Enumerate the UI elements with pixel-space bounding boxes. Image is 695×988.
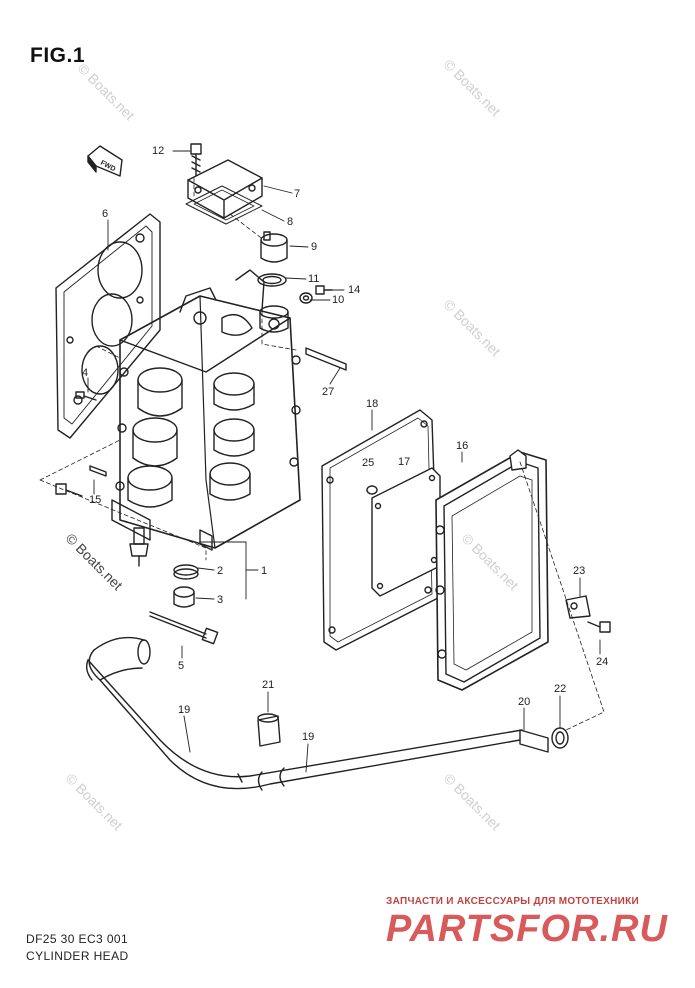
callout-4: 4 bbox=[82, 367, 89, 379]
thermostat-housing bbox=[259, 305, 289, 333]
callout-11: 11 bbox=[308, 273, 320, 285]
plate-17 bbox=[371, 467, 441, 597]
callout-15: 15 bbox=[89, 494, 102, 506]
callout-25: 25 bbox=[362, 457, 375, 469]
connector-21 bbox=[257, 713, 281, 747]
callout-3: 3 bbox=[217, 594, 224, 606]
callout-22: 22 bbox=[554, 683, 567, 695]
cylinder-head bbox=[111, 269, 301, 551]
callout-18: 18 bbox=[366, 398, 379, 410]
callout-9: 9 bbox=[311, 241, 318, 253]
seal-2 bbox=[173, 564, 199, 580]
callout-21: 21 bbox=[262, 679, 275, 691]
callout-16: 16 bbox=[456, 440, 469, 452]
callout-19b: 19 bbox=[302, 731, 315, 743]
bolt-12 bbox=[190, 143, 202, 179]
temp-sensor bbox=[129, 527, 149, 567]
gasket-6 bbox=[55, 213, 161, 439]
bolt-24 bbox=[587, 621, 611, 633]
callout-12: 12 bbox=[152, 145, 165, 157]
callout-6: 6 bbox=[102, 208, 109, 220]
washer-10 bbox=[299, 292, 313, 304]
callout-2: 2 bbox=[217, 565, 224, 577]
callout-8: 8 bbox=[287, 216, 294, 228]
callout-17: 17 bbox=[398, 456, 411, 468]
figure-title: FIG.1 bbox=[30, 44, 86, 67]
callout-27: 27 bbox=[322, 386, 335, 398]
brand-logo: PARTSFOR.RU bbox=[386, 908, 668, 950]
callout-14: 14 bbox=[348, 284, 361, 296]
callout-1: 1 bbox=[261, 565, 268, 577]
diagram-name: CYLINDER HEAD bbox=[26, 949, 129, 963]
pin-15 bbox=[55, 465, 107, 497]
cover-7 bbox=[187, 159, 263, 219]
callout-23: 23 bbox=[573, 565, 586, 577]
gasket-8 bbox=[185, 185, 263, 225]
pin-27 bbox=[305, 347, 347, 371]
hose-20 bbox=[519, 729, 549, 753]
fwd-arrow-icon: FWD bbox=[87, 145, 123, 177]
callout-20: 20 bbox=[518, 696, 531, 708]
thermostat-9 bbox=[257, 231, 288, 287]
dashed-guides bbox=[39, 177, 605, 731]
anode-3 bbox=[173, 586, 195, 608]
clamp-22 bbox=[551, 727, 569, 749]
screw-25 bbox=[366, 485, 378, 495]
diagram-code: DF25 30 EC3 001 bbox=[26, 932, 129, 946]
hose-19 bbox=[85, 636, 523, 791]
bolt-4 bbox=[75, 391, 97, 401]
callout-5: 5 bbox=[178, 660, 185, 672]
callout-19a: 19 bbox=[178, 704, 191, 716]
brand-tagline: ЗАПЧАСТИ И АКСЕССУАРЫ ДЛЯ МОТОТЕХНИКИ bbox=[386, 896, 639, 907]
callout-7: 7 bbox=[294, 188, 301, 200]
callout-10: 10 bbox=[332, 294, 345, 306]
callout-24: 24 bbox=[596, 656, 609, 668]
bolt-5 bbox=[149, 611, 219, 645]
leader-lines bbox=[87, 150, 601, 773]
clip-23 bbox=[565, 595, 591, 619]
